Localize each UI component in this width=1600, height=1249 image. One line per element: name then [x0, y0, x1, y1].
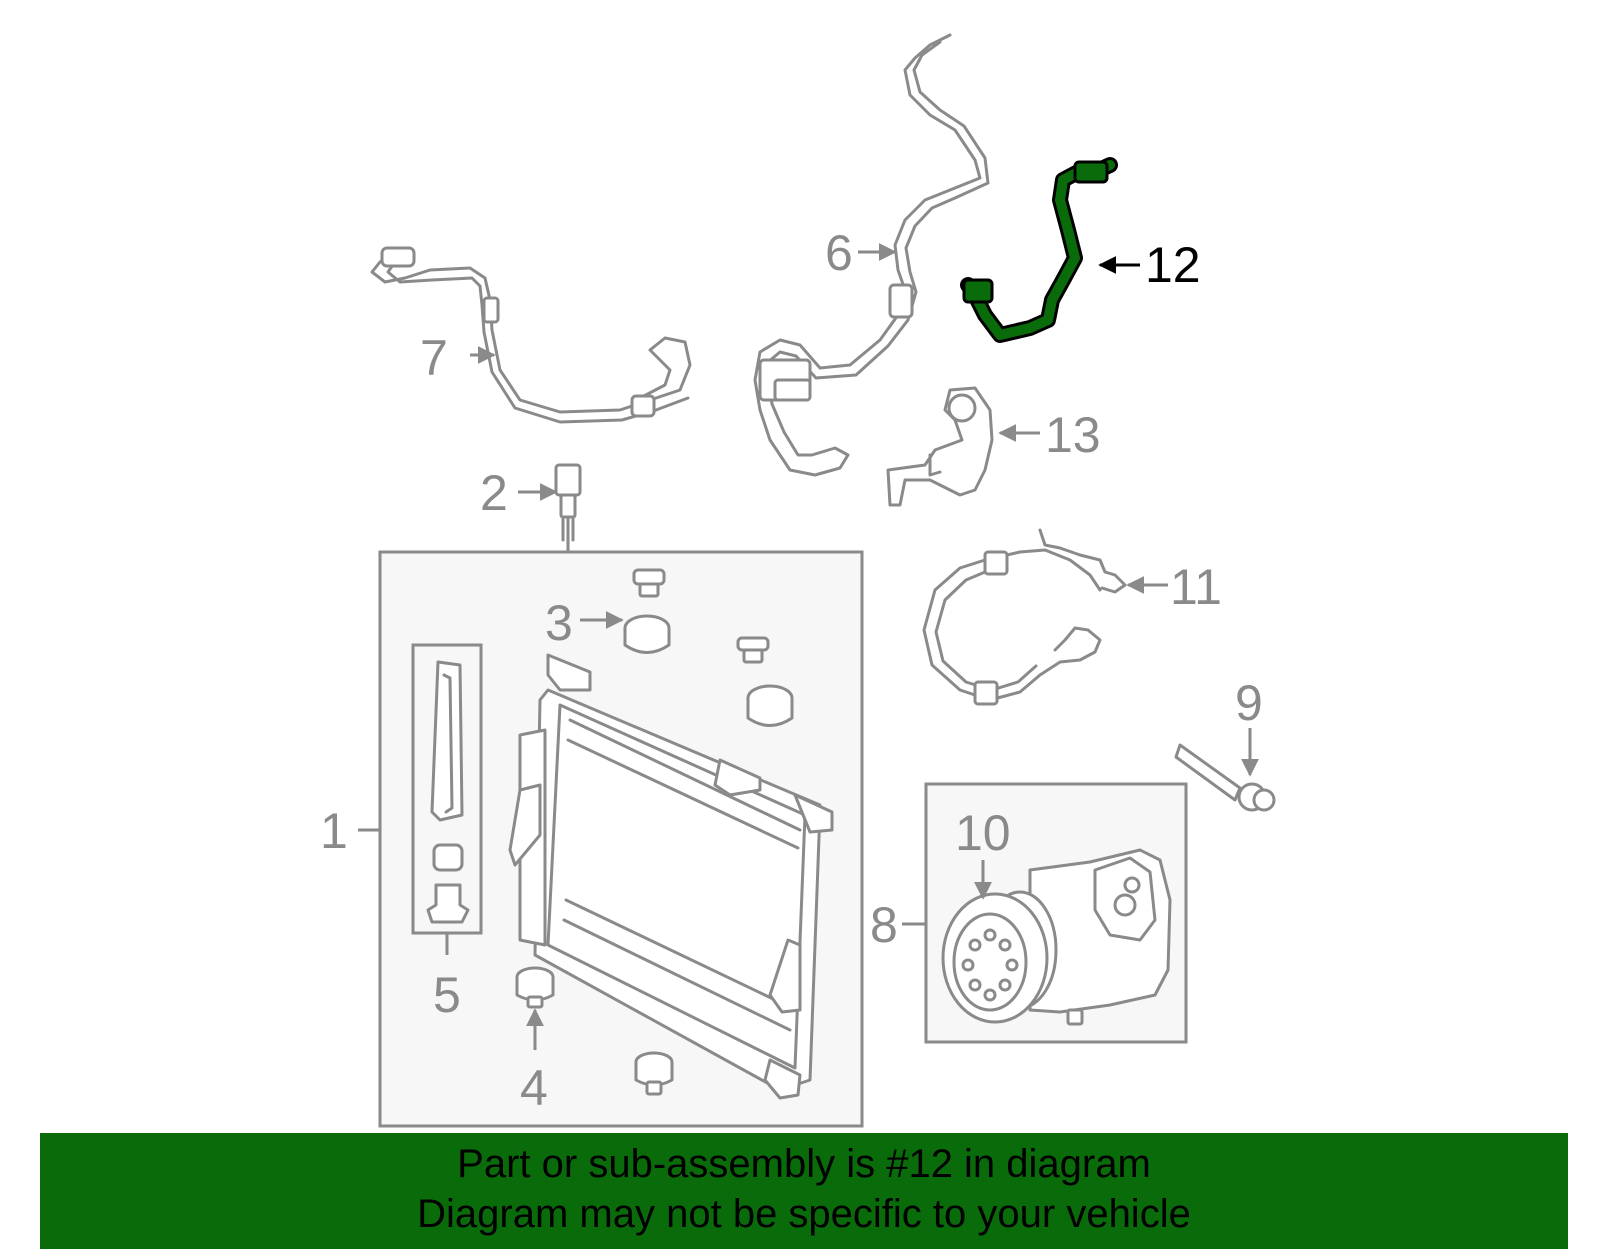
part-3-grommet[interactable]	[623, 568, 794, 727]
banner-line-2: Diagram may not be specific to your vehi…	[417, 1192, 1191, 1236]
callout-9: 9	[1235, 675, 1263, 731]
part-7-hose[interactable]	[370, 246, 692, 424]
callout-12: 12	[1145, 237, 1201, 293]
callout-4: 4	[520, 1060, 548, 1116]
callout-2: 2	[480, 465, 508, 521]
callout-6: 6	[825, 225, 853, 281]
condenser-core	[508, 653, 834, 1100]
callout-1: 1	[320, 803, 348, 859]
part-9-bolt[interactable]	[1174, 743, 1276, 812]
part-4-grommet[interactable]	[515, 966, 674, 1096]
part-info-banner: Part or sub-assembly is #12 in diagram D…	[40, 1133, 1568, 1249]
callout-5: 5	[433, 967, 461, 1023]
part-11-hose[interactable]	[922, 528, 1127, 706]
callout-13: 13	[1045, 407, 1101, 463]
part-13-bracket[interactable]	[886, 386, 994, 507]
callout-10: 10	[955, 805, 1011, 861]
part-6-line[interactable]	[753, 33, 990, 477]
banner-line-1: Part or sub-assembly is #12 in diagram	[457, 1142, 1151, 1186]
callout-3: 3	[545, 595, 573, 651]
callout-8: 8	[870, 897, 898, 953]
part-2-switch[interactable]	[554, 463, 582, 542]
callout-11: 11	[1170, 559, 1222, 615]
part-8-compressor-panel[interactable]	[924, 782, 1188, 1044]
part-1-condenser-panel[interactable]	[378, 550, 864, 1128]
part-10-compressor[interactable]	[941, 848, 1172, 1026]
callout-7: 7	[420, 330, 448, 386]
part-12-hose-highlighted[interactable]	[960, 157, 1118, 343]
part-5-subpanel[interactable]	[411, 643, 483, 935]
